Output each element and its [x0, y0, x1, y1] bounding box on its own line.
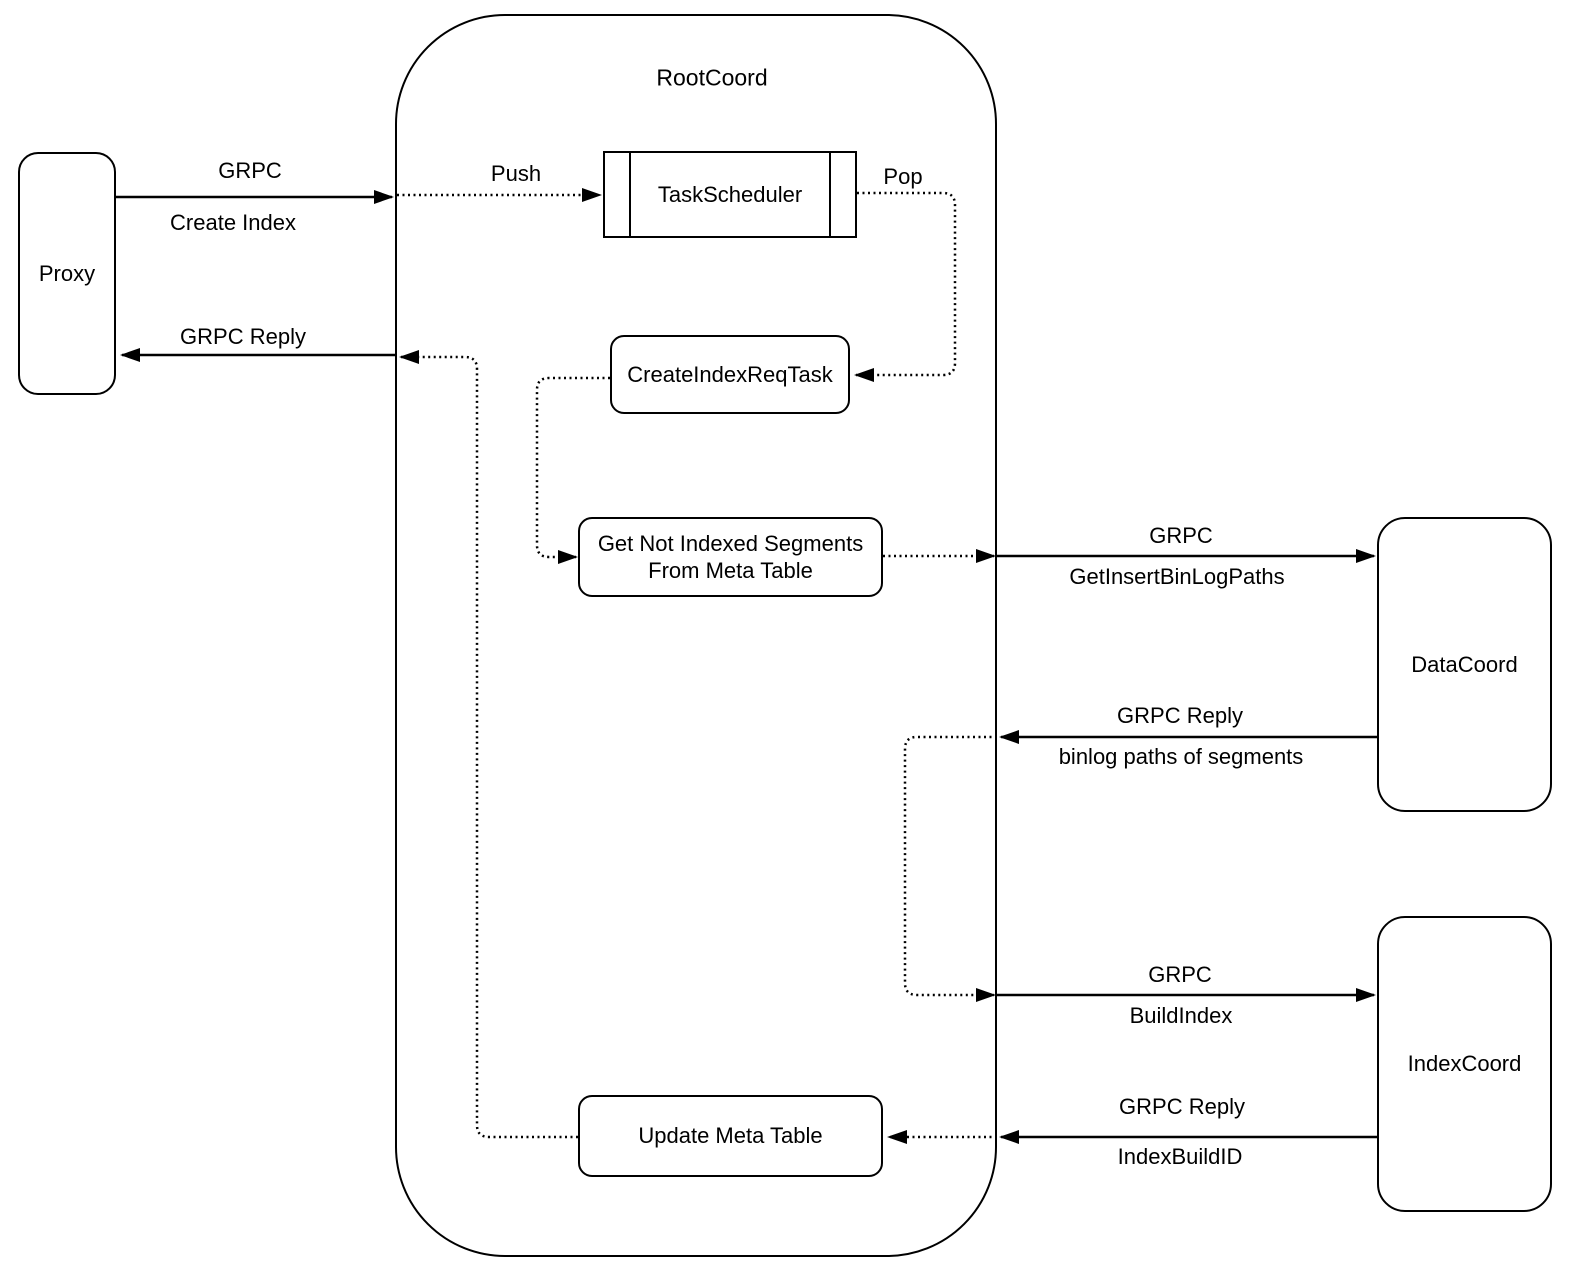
- node-proxy: Proxy: [18, 152, 116, 395]
- queue-cap-right: [829, 153, 831, 236]
- node-create-index-req-task-label: CreateIndexReqTask: [627, 361, 833, 387]
- label-grpc-create-index-protocol: GRPC: [218, 158, 282, 183]
- queue-cap-left: [629, 153, 631, 236]
- node-create-index-req-task: CreateIndexReqTask: [610, 335, 850, 414]
- node-get-not-indexed-segments: Get Not Indexed Segments From Meta Table: [578, 517, 883, 597]
- edge-binlog-to-buildindex-dotted: [903, 735, 997, 1002]
- label-push: Push: [490, 161, 542, 186]
- label-pop: Pop: [883, 164, 923, 189]
- rootcoord-title: RootCoord: [656, 64, 768, 91]
- label-buildindex-protocol: GRPC: [1148, 962, 1212, 987]
- label-indexbuild-reply-method: IndexBuildID: [1117, 1144, 1243, 1169]
- label-buildindex-method: BuildIndex: [1129, 1003, 1233, 1028]
- label-indexbuild-reply-protocol: GRPC Reply: [1119, 1094, 1245, 1119]
- label-binlog-reply-method: binlog paths of segments: [1058, 744, 1304, 769]
- label-getinsertbinlog-protocol: GRPC: [1149, 523, 1213, 548]
- node-get-not-indexed-line2: From Meta Table: [648, 558, 813, 583]
- label-getinsertbinlog-method: GetInsertBinLogPaths: [1069, 564, 1285, 589]
- node-task-scheduler: TaskScheduler: [603, 151, 857, 238]
- label-grpc-create-index-method: Create Index: [170, 210, 296, 235]
- label-grpc-reply-to-proxy: GRPC Reply: [180, 324, 306, 349]
- node-proxy-label: Proxy: [38, 260, 96, 286]
- label-binlog-reply-protocol: GRPC Reply: [1117, 703, 1243, 728]
- node-get-not-indexed-line1: Get Not Indexed Segments: [597, 530, 864, 556]
- rootcoord-container: [395, 14, 997, 1257]
- node-index-coord-label: IndexCoord: [1407, 1051, 1522, 1077]
- node-update-meta-table: Update Meta Table: [578, 1095, 883, 1177]
- node-data-coord: DataCoord: [1377, 517, 1552, 812]
- node-update-meta-table-label: Update Meta Table: [638, 1123, 823, 1149]
- edge-pop-dotted: [854, 191, 957, 382]
- edge-updatemeta-to-reply-dotted: [399, 350, 578, 1139]
- node-task-scheduler-label: TaskScheduler: [657, 181, 803, 207]
- node-index-coord: IndexCoord: [1377, 916, 1552, 1212]
- node-data-coord-label: DataCoord: [1411, 651, 1518, 677]
